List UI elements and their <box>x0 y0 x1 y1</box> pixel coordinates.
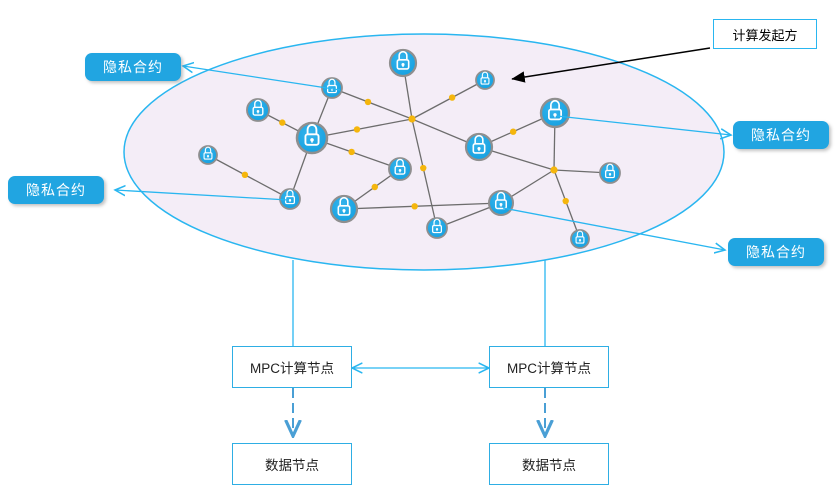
lock-icon <box>396 50 410 70</box>
edge-dot <box>510 128 517 135</box>
node-circle <box>475 70 495 90</box>
label-contract-bottom-right[interactable]: 隐私合约 <box>728 238 824 266</box>
node-circle <box>388 48 418 78</box>
edge-dot <box>411 203 418 210</box>
label-contract-bottom-left[interactable]: 隐私合约 <box>8 176 104 204</box>
node-circle <box>426 217 448 239</box>
connector-initiator <box>511 47 711 83</box>
lock-icon <box>337 196 351 216</box>
lock-icon <box>472 134 486 154</box>
connector-contract-bottom-left <box>115 190 289 201</box>
lock-icon <box>495 191 507 210</box>
edge-dot <box>279 119 286 126</box>
node-circle <box>246 98 270 122</box>
lock-icon <box>304 124 320 146</box>
edge-dot <box>448 94 456 101</box>
network-edge-dots <box>241 94 569 210</box>
edge-dot <box>353 126 361 133</box>
lock-node-upper-right[interactable] <box>475 70 495 90</box>
network-edge <box>207 154 291 200</box>
network-edge <box>411 118 438 229</box>
mpc-to-data-arrows <box>293 388 545 435</box>
lock-icon <box>480 71 490 85</box>
lock-node-left-hub[interactable] <box>295 121 329 155</box>
node-circle <box>295 121 329 155</box>
node-circle <box>570 229 590 249</box>
lock-node-lower-left[interactable] <box>279 188 301 210</box>
network-edge <box>311 118 413 139</box>
callout-connectors <box>115 66 731 250</box>
label-contract-top-left[interactable]: 隐私合约 <box>85 53 181 81</box>
lock-icon <box>605 163 615 179</box>
node-circle <box>487 189 515 217</box>
edge-junction-dot <box>408 115 416 123</box>
edge-dot <box>364 98 372 106</box>
label-initiator[interactable]: 计算发起方 <box>713 19 817 49</box>
edge-dot <box>371 183 378 191</box>
ellipse-to-mpc-stems <box>292 260 546 346</box>
node-circle <box>329 194 359 224</box>
node-circle <box>539 97 571 129</box>
lock-icon <box>203 146 213 160</box>
label-contract-top-right[interactable]: 隐私合约 <box>733 121 829 149</box>
lock-node-left-upper[interactable] <box>246 98 270 122</box>
lock-node-far-left[interactable] <box>198 145 218 165</box>
network-edge <box>553 169 581 240</box>
lock-node-lower-right[interactable] <box>487 189 515 217</box>
lock-node-bottom-right[interactable] <box>570 229 590 249</box>
lock-node-upper-left[interactable] <box>321 77 343 99</box>
lock-icon <box>432 218 442 234</box>
box-data-right[interactable]: 数据节点 <box>489 443 609 485</box>
node-circle <box>279 188 301 210</box>
connector-contract-top-left <box>183 66 341 91</box>
lock-node-center-low[interactable] <box>388 157 412 181</box>
network-edge <box>411 79 486 120</box>
connector-contract-top-right <box>556 115 731 135</box>
edge-dot <box>348 148 355 156</box>
node-circle <box>321 77 343 99</box>
node-circle <box>198 145 218 165</box>
node-circle <box>388 157 412 181</box>
box-mpc-right[interactable]: MPC计算节点 <box>489 346 609 388</box>
edge-dot <box>241 171 249 178</box>
lock-icon <box>394 158 406 175</box>
lock-icon <box>252 99 264 116</box>
edge-dot <box>420 164 427 172</box>
network-nodes <box>198 48 621 249</box>
node-circle <box>464 132 494 162</box>
edge-junction-dot <box>550 166 558 174</box>
network-edge <box>331 87 413 120</box>
lock-node-lower-left-big[interactable] <box>329 194 359 224</box>
connector-contract-bottom-right <box>502 207 725 250</box>
lock-node-bottom-center[interactable] <box>426 217 448 239</box>
lock-icon <box>548 99 562 121</box>
lock-node-top[interactable] <box>388 48 418 78</box>
edge-dot <box>562 197 569 205</box>
lock-node-right-mid[interactable] <box>464 132 494 162</box>
lock-icon <box>575 230 585 244</box>
node-circle <box>599 162 621 184</box>
box-mpc-left[interactable]: MPC计算节点 <box>232 346 352 388</box>
network-edge <box>343 202 502 210</box>
lock-node-right-upper[interactable] <box>539 97 571 129</box>
box-data-left[interactable]: 数据节点 <box>232 443 352 485</box>
network-ellipse <box>123 33 725 271</box>
lock-node-far-right[interactable] <box>599 162 621 184</box>
